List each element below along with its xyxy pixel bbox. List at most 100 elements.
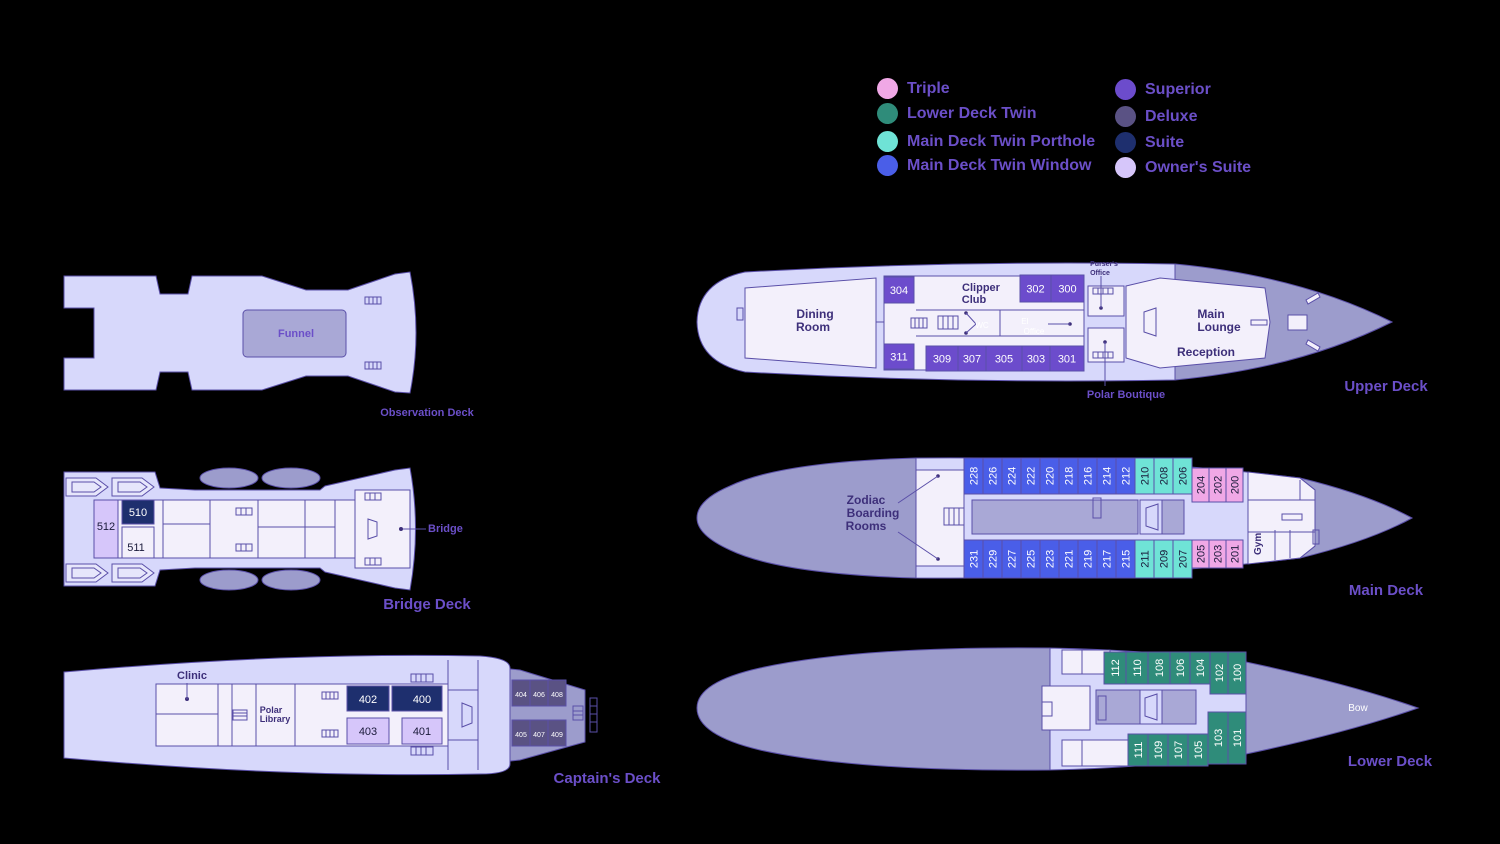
legend-item-deluxe: Deluxe xyxy=(1115,106,1197,127)
cabin-label: 107 xyxy=(1173,741,1185,759)
stairs-icon xyxy=(1250,319,1268,326)
legend-label: Deluxe xyxy=(1145,107,1198,125)
stairs-icon xyxy=(321,729,339,738)
lifeboat xyxy=(65,563,109,583)
cabin-label: 214 xyxy=(1102,467,1114,485)
cabin-label: 226 xyxy=(988,467,1000,485)
cabin-label: 109 xyxy=(1153,741,1165,759)
legend-item-owners-suite: Owner's Suite xyxy=(1115,157,1251,178)
cabin-label: 103 xyxy=(1213,729,1225,747)
cabin-label: 215 xyxy=(1121,550,1133,568)
cabin-311 xyxy=(883,343,915,370)
cabin-300 xyxy=(1050,274,1085,303)
cabin-label: 209 xyxy=(1159,550,1171,568)
cabin-label: 200 xyxy=(1230,476,1242,494)
cabin-label: 309 xyxy=(933,354,951,366)
stairs-icon xyxy=(1092,287,1114,295)
legend-label: Owner's Suite xyxy=(1145,158,1252,176)
stairs-icon xyxy=(736,307,744,321)
swatch xyxy=(877,78,898,99)
cabin-label: 300 xyxy=(1058,284,1076,296)
cabin-label: 302 xyxy=(1026,284,1044,296)
helm-icon xyxy=(461,702,473,728)
stairs-icon xyxy=(232,709,248,721)
legend-label: Main Deck Twin Porthole xyxy=(907,132,1096,150)
cabin-label: 301 xyxy=(1058,354,1076,366)
swatch xyxy=(877,131,898,152)
cabin-label: 227 xyxy=(1007,550,1019,568)
cabin-label: 100 xyxy=(1232,664,1244,682)
cabin-408 xyxy=(547,679,567,707)
cabin-label: 225 xyxy=(1026,550,1038,568)
cabin-101 xyxy=(1227,711,1247,765)
lifeboat xyxy=(111,477,155,497)
cabin-label: 110 xyxy=(1132,659,1144,677)
lifeboat xyxy=(65,477,109,497)
cabin-512 xyxy=(93,499,119,559)
bow-label: Bow xyxy=(1348,703,1368,714)
cabin-label: 304 xyxy=(890,285,908,297)
cabin-403 xyxy=(346,717,390,745)
cabin-label: 101 xyxy=(1232,729,1244,747)
cabin-label: 105 xyxy=(1193,741,1205,759)
cabin-label: 205 xyxy=(1196,545,1208,563)
helm-icon xyxy=(367,518,378,540)
cabin-label: 510 xyxy=(129,507,147,519)
stairs-icon xyxy=(364,361,382,370)
swatch xyxy=(1115,132,1136,153)
cabin-label: 512 xyxy=(97,521,115,533)
cabin-label: 231 xyxy=(969,550,981,568)
cabin-label: 223 xyxy=(1045,550,1057,568)
cabin-label: 307 xyxy=(963,354,981,366)
cabin-label: 401 xyxy=(413,726,431,738)
deck-title-lower: Lower Deck xyxy=(1348,753,1433,770)
cabin-label: 106 xyxy=(1175,659,1187,677)
cabin-label: 102 xyxy=(1214,664,1226,682)
cabin-label: 222 xyxy=(1026,467,1038,485)
gym-label: Gym xyxy=(1253,533,1264,555)
legend-label: Main Deck Twin Window xyxy=(907,156,1092,174)
stairs-icon xyxy=(589,697,598,733)
cabin-309 xyxy=(925,345,959,372)
cabin-304 xyxy=(883,276,915,304)
deck-title-captains: Captain's Deck xyxy=(554,770,662,787)
cabin-409 xyxy=(547,719,567,747)
cabin-label: 228 xyxy=(969,467,981,485)
cabin-label: 511 xyxy=(127,542,145,554)
cabin-label: 403 xyxy=(359,726,377,738)
cabin-402 xyxy=(346,685,390,712)
swatch xyxy=(877,155,898,176)
stairs-icon xyxy=(1312,529,1320,545)
cabin-label: 406 xyxy=(533,692,545,699)
cabin-400 xyxy=(391,685,443,712)
cabin-label: 212 xyxy=(1121,467,1133,485)
funnel xyxy=(242,309,347,358)
cabin-label: 104 xyxy=(1195,659,1207,677)
cabin-label: 221 xyxy=(1064,550,1076,568)
cabin-label: 207 xyxy=(1178,550,1190,568)
legend-label: Triple xyxy=(907,79,950,97)
stairs-icon xyxy=(364,296,382,305)
cabin-label: 208 xyxy=(1159,467,1171,485)
bridge-label: Bridge xyxy=(428,523,463,535)
legend-item-lower-deck-twin: Lower Deck Twin xyxy=(877,103,1037,124)
cabin-label: 218 xyxy=(1064,467,1076,485)
cabin-label: 206 xyxy=(1178,467,1190,485)
upper-top-cabins: 304 302 300 xyxy=(883,274,1085,304)
stairs-icon xyxy=(235,507,253,516)
stairs-icon xyxy=(572,705,584,721)
legend-item-main-deck-twin-window: Main Deck Twin Window xyxy=(877,155,1091,176)
cabin-100 xyxy=(1227,651,1247,695)
cabin-307 xyxy=(957,345,987,372)
